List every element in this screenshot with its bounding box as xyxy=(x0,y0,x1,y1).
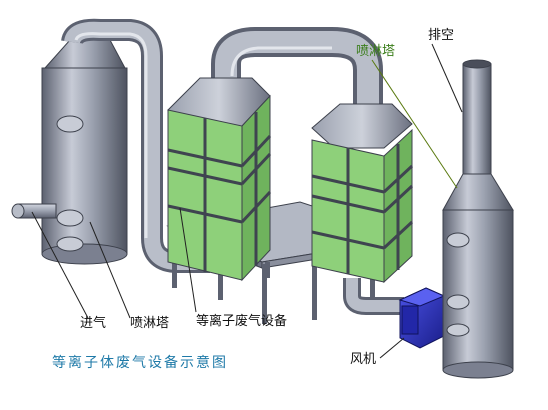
label-exhaust: 排空 xyxy=(428,28,455,43)
label-inlet: 进气 xyxy=(80,316,107,331)
arch-duct xyxy=(211,27,383,112)
fan-unit xyxy=(398,287,446,349)
fan-duct xyxy=(343,278,404,315)
leader-exhaust xyxy=(431,43,463,113)
leader-spray-bottom xyxy=(89,221,131,319)
leader-spray-top xyxy=(371,59,458,189)
plasma-unit-left xyxy=(167,77,272,282)
leader-lines xyxy=(31,43,463,359)
diagram-caption: 等离子体废气设备示意图 xyxy=(52,355,228,371)
plasma-unit-right xyxy=(311,103,414,284)
label-spray-tower-bottom: 喷淋塔 xyxy=(130,316,170,331)
leader-plasma xyxy=(179,207,197,313)
connecting-duct-left xyxy=(61,18,210,273)
leader-inlet xyxy=(31,211,89,319)
label-spray-tower-top: 喷淋塔 xyxy=(356,44,396,59)
exhaust-tower xyxy=(442,59,514,379)
label-plasma-unit: 等离子废气设备 xyxy=(196,314,288,329)
label-fan: 风机 xyxy=(350,352,377,367)
left-spray-tower xyxy=(11,39,128,265)
leader-fan xyxy=(379,337,405,359)
